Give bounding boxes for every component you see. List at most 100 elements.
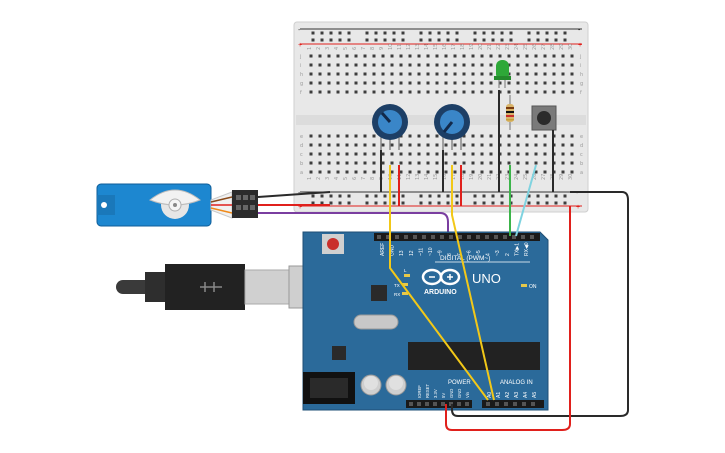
- column-number: 21: [487, 174, 493, 180]
- column-number: 8: [370, 47, 376, 50]
- column-number: 20: [478, 44, 484, 50]
- column-number: 25: [523, 44, 529, 50]
- column-number: 1: [307, 47, 313, 50]
- column-number: 30: [568, 44, 574, 50]
- column-number: 2: [316, 47, 322, 50]
- column-number: 27: [541, 174, 547, 180]
- model-label: UNO: [472, 271, 501, 286]
- column-number: 16: [442, 44, 448, 50]
- arduino-logo: [421, 268, 461, 286]
- digital-pin-label: 4: [486, 253, 492, 256]
- column-number: 1: [307, 177, 313, 180]
- breadboard-hole-grid: [309, 54, 574, 174]
- microcontroller-chip: [408, 342, 540, 370]
- power-header[interactable]: [406, 400, 472, 408]
- column-number: 17: [451, 174, 457, 180]
- row-letter: f: [580, 90, 582, 96]
- column-number: 19: [469, 174, 475, 180]
- power-label: POWER: [448, 380, 471, 386]
- column-number: 10: [388, 44, 394, 50]
- power-pin-label: GND: [457, 389, 462, 398]
- column-number: 5: [343, 47, 349, 50]
- green-led[interactable]: [494, 60, 511, 88]
- wire-button-digital: [515, 164, 537, 237]
- column-number: 3: [325, 177, 331, 180]
- l-led-label: L: [404, 268, 407, 273]
- digital-pin-label: ~6: [466, 250, 472, 256]
- column-number: 30: [568, 174, 574, 180]
- brand-label: ARDUINO: [424, 289, 457, 296]
- wire-5v-to-board: [445, 206, 571, 431]
- row-letter: i: [300, 63, 301, 69]
- rail-minus-top-right: -: [578, 27, 581, 34]
- column-number: 22: [496, 44, 502, 50]
- column-number: 12: [406, 44, 412, 50]
- wire-servo-signal: [258, 212, 449, 238]
- column-number: 7: [361, 177, 367, 180]
- column-number: 8: [370, 177, 376, 180]
- column-number: 14: [424, 44, 430, 50]
- column-number: 6: [352, 47, 358, 50]
- rail-minus-bottom-right: -: [576, 190, 579, 197]
- tx-label: TX: [394, 283, 400, 288]
- column-number: 11: [397, 44, 403, 50]
- potentiometer-right[interactable]: [434, 104, 470, 150]
- column-number: 28: [550, 44, 556, 50]
- rx-label: RX: [394, 292, 400, 297]
- column-number: 2: [316, 177, 322, 180]
- analog-pin-label: A2: [505, 392, 511, 398]
- power-pin-label: GND: [449, 389, 454, 398]
- power-pin-label: RESET: [425, 384, 430, 398]
- column-number: 17: [451, 44, 457, 50]
- column-number: 9: [379, 47, 385, 50]
- digital-pin-label: AREF: [380, 243, 386, 256]
- column-number: 6: [352, 177, 358, 180]
- row-letter: g: [300, 81, 303, 87]
- analog-pin-label: A1: [496, 392, 502, 398]
- analog-pin-label: A5: [532, 392, 538, 398]
- digital-pin-label: ~5: [476, 250, 482, 256]
- column-number: 13: [415, 44, 421, 50]
- row-letter: d: [300, 143, 303, 149]
- digital-pin-label: 13: [399, 250, 405, 256]
- row-letter: e: [300, 134, 303, 140]
- digital-pin-label: 7: [457, 253, 463, 256]
- servo-motor[interactable]: [96, 183, 258, 227]
- column-number: 23: [505, 174, 511, 180]
- row-letter: c: [300, 152, 303, 158]
- column-number: 18: [460, 44, 466, 50]
- digital-pin-label: ~9: [438, 250, 444, 256]
- column-number: 13: [415, 174, 421, 180]
- column-number: 24: [514, 44, 520, 50]
- digital-pin-label: TX▶1: [514, 243, 520, 256]
- analog-pin-label: A4: [523, 392, 529, 398]
- digital-pin-label: 8: [447, 253, 453, 256]
- column-number: 15: [433, 44, 439, 50]
- potentiometer-left[interactable]: [372, 104, 408, 150]
- column-number: 16: [442, 174, 448, 180]
- column-number: 26: [532, 44, 538, 50]
- row-letter: e: [580, 134, 583, 140]
- power-pin-label: Vin: [465, 391, 470, 398]
- column-number: 19: [469, 44, 475, 50]
- rail-plus-top-left: +: [298, 42, 302, 49]
- pushbutton[interactable]: [531, 105, 557, 131]
- column-number: 15: [433, 174, 439, 180]
- digital-pin-label: ~10: [428, 247, 434, 256]
- header-pin-holes: [377, 235, 535, 406]
- row-letter: j: [579, 54, 581, 60]
- digital-pin-label: ~3: [495, 250, 501, 256]
- resistor[interactable]: [506, 95, 514, 130]
- digital-pin-label: 12: [409, 250, 415, 256]
- row-letter: f: [300, 90, 302, 96]
- column-number: 29: [559, 44, 565, 50]
- row-letter: h: [580, 72, 583, 78]
- column-number: 20: [478, 174, 484, 180]
- column-number: 18: [460, 174, 466, 180]
- row-letter: a: [580, 170, 583, 176]
